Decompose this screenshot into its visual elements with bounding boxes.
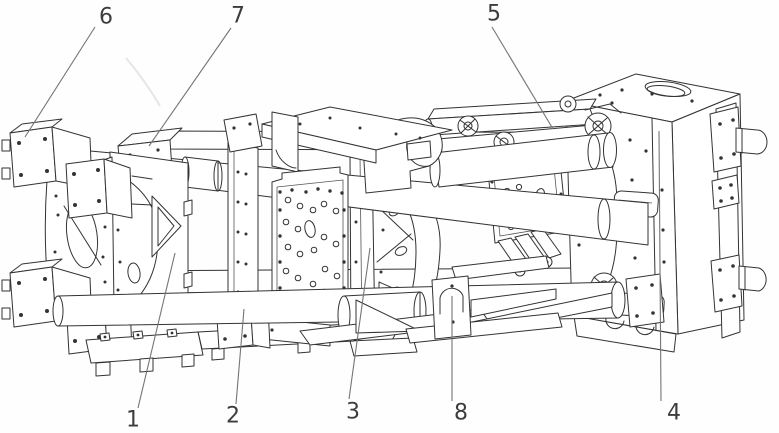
callout-label-8: 8 [454, 401, 468, 426]
callout-label-2: 2 [226, 404, 240, 429]
clamp-cylinder [429, 132, 617, 188]
callout-leader-2 [235, 308, 245, 405]
callout-label-4: 4 [667, 401, 681, 426]
scan-artifact [125, 57, 161, 107]
callout-leader-4 [658, 130, 662, 402]
callout-leader-1 [137, 252, 176, 409]
callout-leader-6 [24, 26, 96, 138]
callout-leader-3 [348, 247, 371, 400]
callout-label-1: 1 [126, 408, 140, 433]
callout-leader-5 [491, 26, 554, 130]
callout-label-5: 5 [487, 2, 501, 27]
machine-drawing [1, 73, 768, 377]
callout-label-3: 3 [346, 400, 360, 425]
callouts-layer: 6 7 5 1 2 3 8 4 [24, 2, 681, 433]
callout-leader-7 [148, 27, 232, 147]
callout-label-7: 7 [231, 4, 245, 29]
center-platen [223, 106, 453, 347]
callout-label-6: 6 [99, 5, 113, 30]
